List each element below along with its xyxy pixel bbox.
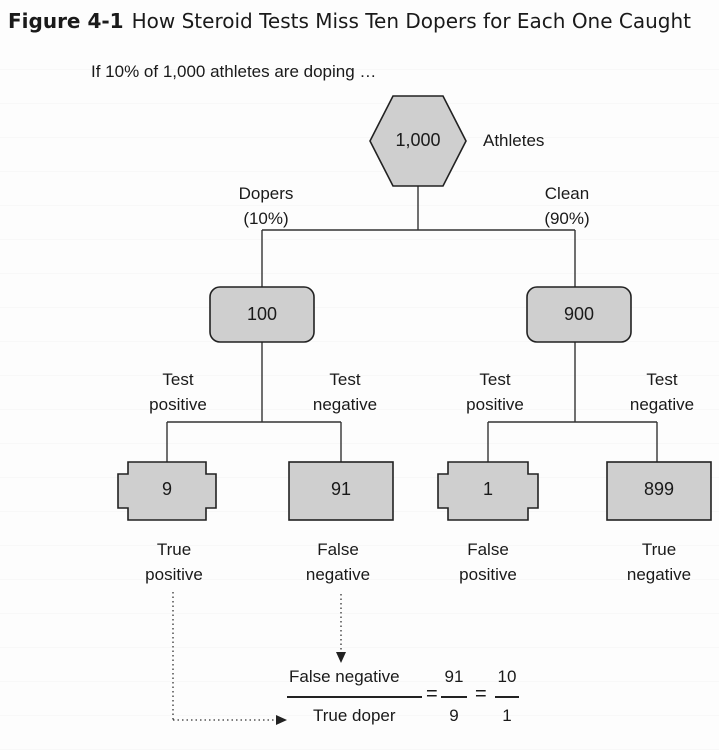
true-positive-value: 9 <box>161 479 172 499</box>
frac2-bar <box>495 696 519 698</box>
intro-text: If 10% of 1,000 athletes are doping … <box>91 62 377 81</box>
outcome-line1: True <box>641 540 677 559</box>
clean-label-line1: Clean <box>544 184 590 203</box>
frac1-bar <box>441 696 467 698</box>
false-negative-box <box>288 461 394 521</box>
outcome-line2: positive <box>459 565 517 584</box>
page-background <box>0 48 719 750</box>
outcome-line2: negative <box>626 565 692 584</box>
frac2-denominator: 1 <box>502 706 512 725</box>
equals-sign: = <box>426 683 438 705</box>
test-line2: positive <box>466 395 524 414</box>
true-negative-label: True negative <box>609 537 709 587</box>
dopers-label-line1: Dopers <box>238 184 294 203</box>
test-line1: Test <box>479 370 511 389</box>
outcome-line2: negative <box>305 565 371 584</box>
figure-label: Figure 4-1 <box>8 9 124 33</box>
true-positive-arrow <box>172 592 287 725</box>
figure-title: How Steroid Tests Miss Ten Dopers for Ea… <box>131 9 692 33</box>
equals-sign-2: = <box>475 683 487 705</box>
test-line2: negative <box>312 395 378 414</box>
dopers-label-line2: (10%) <box>243 209 289 228</box>
clean-label: Clean (90%) <box>517 181 617 231</box>
tree-connectors <box>166 183 658 462</box>
dopers-test-negative-label: Test negative <box>295 367 395 417</box>
test-line2: negative <box>629 395 695 414</box>
test-line1: Test <box>162 370 194 389</box>
clean-label-line2: (90%) <box>544 209 590 228</box>
outcome-line1: False <box>467 540 509 559</box>
ratio-fraction-bar <box>287 696 422 698</box>
outcome-line2: positive <box>145 565 203 584</box>
figure-caption: Figure 4-1 How Steroid Tests Miss Ten Dop… <box>8 6 691 36</box>
false-positive-box <box>437 461 539 521</box>
test-line1: Test <box>646 370 678 389</box>
false-negative-arrow <box>336 594 346 663</box>
clean-box <box>526 286 632 343</box>
outcome-line1: True <box>156 540 192 559</box>
ratio-denominator-label: True doper <box>313 706 396 725</box>
root-label: Athletes <box>483 131 545 150</box>
clean-test-positive-label: Test positive <box>445 367 545 417</box>
frac1-numerator: 91 <box>444 667 464 686</box>
true-negative-box <box>606 461 712 521</box>
dopers-box <box>209 286 315 343</box>
test-line1: Test <box>329 370 361 389</box>
true-positive-label: True positive <box>124 537 224 587</box>
test-line2: positive <box>149 395 207 414</box>
outcome-line1: False <box>317 540 359 559</box>
frac1-denominator: 9 <box>449 706 459 725</box>
root-hexagon <box>369 95 467 187</box>
clean-value: 900 <box>563 304 595 324</box>
ratio-numerator-label: False negative <box>289 667 400 686</box>
dopers-value: 100 <box>246 304 278 324</box>
false-positive-value: 1 <box>482 479 493 499</box>
true-negative-value: 899 <box>643 479 675 499</box>
true-positive-box <box>117 461 217 521</box>
false-negative-value: 91 <box>330 479 352 499</box>
clean-test-negative-label: Test negative <box>612 367 712 417</box>
false-negative-label: False negative <box>288 537 388 587</box>
dopers-test-positive-label: Test positive <box>128 367 228 417</box>
dopers-label: Dopers (10%) <box>216 181 316 231</box>
root-value: 1,000 <box>395 130 441 150</box>
frac2-numerator: 10 <box>497 667 517 686</box>
false-positive-label: False positive <box>438 537 538 587</box>
